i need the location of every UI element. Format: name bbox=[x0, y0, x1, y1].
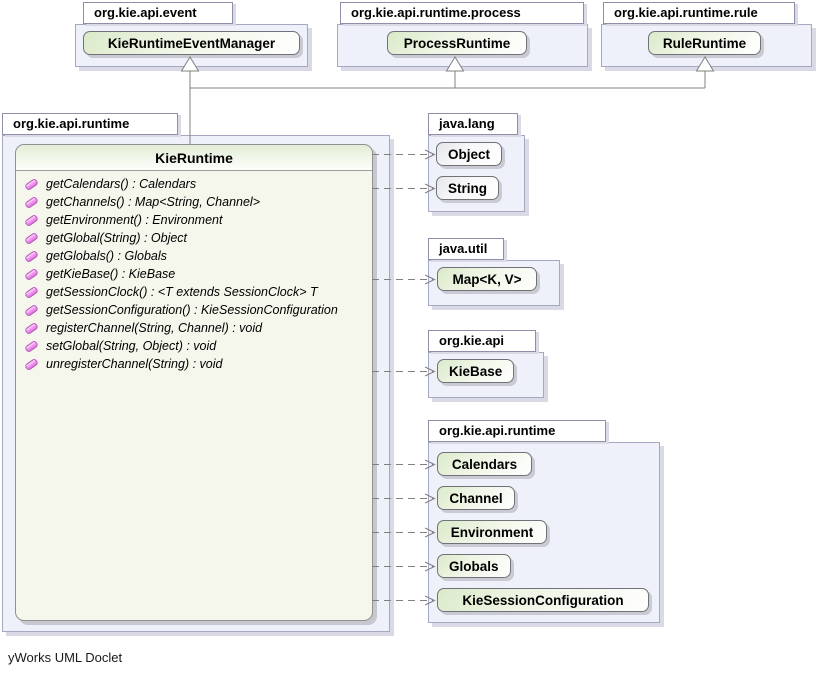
method-icon bbox=[24, 285, 39, 299]
package-tab-org-kie-api-runtime-main[interactable]: org.kie.api.runtime bbox=[2, 113, 178, 135]
method-row[interactable]: getSessionConfiguration() : KieSessionCo… bbox=[16, 301, 372, 319]
method-row[interactable]: getGlobal(String) : Object bbox=[16, 229, 372, 247]
package-tab-org-kie-api-runtime-process[interactable]: org.kie.api.runtime.process bbox=[340, 2, 584, 24]
method-label: getCalendars() : Calendars bbox=[46, 177, 197, 191]
method-label: getSessionClock() : <T extends SessionCl… bbox=[46, 285, 318, 299]
method-list: getCalendars() : Calendars getChannels()… bbox=[16, 171, 372, 373]
method-label: getKieBase() : KieBase bbox=[46, 267, 176, 281]
package-tab-org-kie-api[interactable]: org.kie.api bbox=[428, 330, 536, 352]
method-icon bbox=[24, 339, 39, 353]
method-row[interactable]: getGlobals() : Globals bbox=[16, 247, 372, 265]
method-label: getSessionConfiguration() : KieSessionCo… bbox=[46, 303, 338, 317]
method-icon bbox=[24, 231, 39, 245]
package-tab-org-kie-api-runtime-rule[interactable]: org.kie.api.runtime.rule bbox=[603, 2, 795, 24]
method-row[interactable]: getKieBase() : KieBase bbox=[16, 265, 372, 283]
type-button-string[interactable]: String bbox=[436, 176, 499, 200]
package-tab-org-kie-api-runtime-types[interactable]: org.kie.api.runtime bbox=[428, 420, 606, 442]
method-icon bbox=[24, 177, 39, 191]
method-icon bbox=[24, 321, 39, 335]
type-button-object[interactable]: Object bbox=[436, 142, 503, 166]
package-org-kie-api-runtime-main: KieRuntime getCalendars() : Calendars ge… bbox=[2, 135, 390, 632]
type-button-kie-runtime-event-manager[interactable]: KieRuntimeEventManager bbox=[83, 31, 300, 55]
method-icon bbox=[24, 357, 39, 371]
method-row[interactable]: getSessionClock() : <T extends SessionCl… bbox=[16, 283, 372, 301]
type-button-environment[interactable]: Environment bbox=[437, 520, 547, 544]
method-label: getGlobals() : Globals bbox=[46, 249, 167, 263]
method-label: setGlobal(String, Object) : void bbox=[46, 339, 217, 353]
method-icon bbox=[24, 267, 39, 281]
type-button-rule-runtime[interactable]: RuleRuntime bbox=[648, 31, 761, 55]
method-label: registerChannel(String, Channel) : void bbox=[46, 321, 263, 335]
method-label: getEnvironment() : Environment bbox=[46, 213, 223, 227]
package-tab-java-util[interactable]: java.util bbox=[428, 238, 504, 260]
method-row[interactable]: getEnvironment() : Environment bbox=[16, 211, 372, 229]
package-tab-java-lang[interactable]: java.lang bbox=[428, 113, 518, 135]
footer-label: yWorks UML Doclet bbox=[8, 650, 123, 665]
method-row[interactable]: getCalendars() : Calendars bbox=[16, 175, 372, 193]
method-row[interactable]: registerChannel(String, Channel) : void bbox=[16, 319, 372, 337]
package-tab-org-kie-api-event[interactable]: org.kie.api.event bbox=[83, 2, 233, 24]
type-button-globals[interactable]: Globals bbox=[437, 554, 511, 578]
type-button-map[interactable]: Map<K, V> bbox=[437, 267, 537, 291]
method-icon bbox=[24, 303, 39, 317]
method-label: unregisterChannel(String) : void bbox=[46, 357, 223, 371]
method-row[interactable]: getChannels() : Map<String, Channel> bbox=[16, 193, 372, 211]
method-row[interactable]: setGlobal(String, Object) : void bbox=[16, 337, 372, 355]
type-button-process-runtime[interactable]: ProcessRuntime bbox=[387, 31, 527, 55]
method-icon bbox=[24, 195, 39, 209]
method-row[interactable]: unregisterChannel(String) : void bbox=[16, 355, 372, 373]
method-icon bbox=[24, 213, 39, 227]
type-button-calendars[interactable]: Calendars bbox=[437, 452, 532, 476]
method-label: getGlobal(String) : Object bbox=[46, 231, 188, 245]
type-button-channel[interactable]: Channel bbox=[437, 486, 515, 510]
method-icon bbox=[24, 249, 39, 263]
class-box-kie-runtime: KieRuntime getCalendars() : Calendars ge… bbox=[15, 144, 373, 621]
type-button-kie-session-configuration[interactable]: KieSessionConfiguration bbox=[437, 588, 649, 612]
class-title-kie-runtime[interactable]: KieRuntime bbox=[16, 145, 372, 171]
method-label: getChannels() : Map<String, Channel> bbox=[46, 195, 261, 209]
type-button-kie-base[interactable]: KieBase bbox=[437, 359, 515, 383]
